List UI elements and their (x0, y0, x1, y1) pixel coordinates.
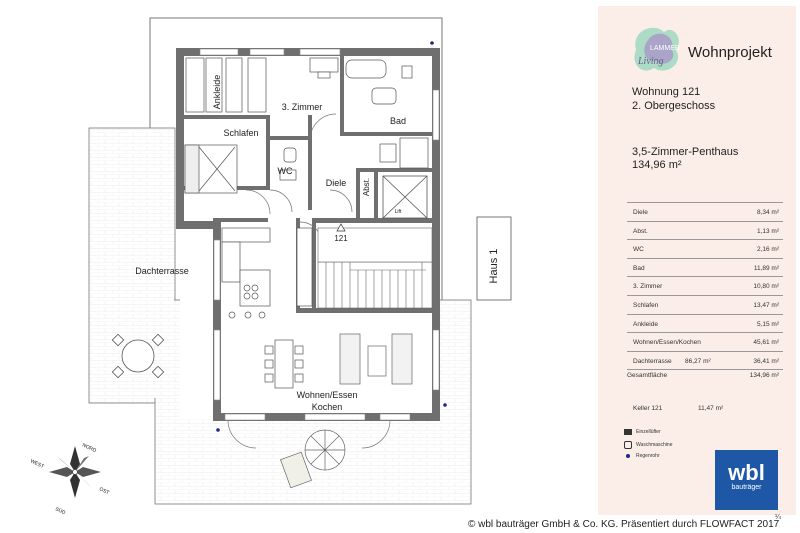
room-name: Ankleide (633, 320, 658, 328)
floor-level: 2. Obergeschoss (632, 100, 716, 112)
legend-washer-label: Waschmaschine (636, 442, 673, 448)
total-area-row: Gesamtfläche 134,96 m² (627, 372, 783, 379)
brand-title: Wohnprojekt (688, 44, 772, 61)
label-abst: Abst. (362, 178, 371, 196)
room-name: Schlafen (633, 301, 659, 309)
wbl-logo: wbl bauträger (715, 450, 778, 510)
label-kochen: Kochen (312, 402, 343, 412)
label-lift: Lift (395, 209, 402, 215)
staircase (317, 227, 433, 309)
sofas (339, 333, 413, 385)
room-row: Abst. 1,13 m² (627, 222, 783, 241)
room-row: Ankleide 5,15 m² (627, 315, 783, 334)
label-3-zimmer: 3. Zimmer (282, 102, 323, 112)
total-label: Gesamtfläche (627, 372, 668, 379)
room-row: Schlafen 13,47 m² (627, 296, 783, 315)
legend-fan: Einzellüfter (624, 429, 661, 435)
apartment-number: Wohnung 121 (632, 86, 701, 98)
room-row: Bad 11,89 m² (627, 259, 783, 278)
compass-rose (49, 446, 101, 498)
lammer-living-logo: LAMMER Living (634, 27, 680, 71)
rain-pipes (216, 41, 447, 432)
compass-east: OST (98, 486, 110, 496)
scale-mark: ¼ (775, 514, 781, 521)
room-row: 3. Zimmer 10,80 m² (627, 277, 783, 296)
room-extra: 86,27 m² (685, 357, 711, 365)
room-row: WC 2,16 m² (627, 240, 783, 259)
label-dachterrasse: Dachterrasse (135, 266, 189, 276)
room-area-table: Diele 8,34 m² Abst. 1,13 m² WC 2,16 m² Bad 11,8… (627, 202, 783, 371)
room-name: Dachterrasse (633, 357, 672, 365)
rain-pipe-icon (626, 454, 630, 458)
room-name: Bad (633, 264, 645, 272)
room-row: Dachterrasse 86,27 m² 36,41 m² (627, 352, 783, 371)
label-haus-1: Haus 1 (488, 249, 500, 284)
legend-washer: Waschmaschine (624, 441, 673, 449)
room-name: WC (633, 246, 644, 254)
legend-fan-label: Einzellüfter (636, 429, 661, 435)
wbl-logo-text: wbl (728, 460, 765, 485)
label-unit: 121 (334, 234, 348, 243)
label-wc: WC (278, 166, 293, 176)
room-value: 1,13 m² (756, 227, 779, 235)
compass-west: WEST (29, 458, 45, 470)
room-name: Wohnen/Essen/Kochen (633, 339, 701, 347)
compass-south: SÜD (54, 505, 67, 516)
room-value: 11,89 m² (753, 264, 779, 272)
dining-table (264, 339, 304, 389)
label-wohnen: Wohnen/Essen (297, 390, 358, 400)
room-value: 2,16 m² (756, 246, 779, 254)
room-row: Wohnen/Essen/Kochen 45,61 m² (627, 333, 783, 352)
logo-lammer-text: LAMMER (650, 45, 680, 52)
apartment-area: 134,96 m² (632, 159, 682, 171)
room-value: 13,47 m² (753, 301, 779, 309)
room-value: 45,61 m² (753, 339, 779, 347)
fan-icon (624, 429, 632, 435)
room-name: 3. Zimmer (633, 283, 663, 291)
label-diele: Diele (326, 178, 347, 188)
washer-icon (624, 441, 632, 449)
legend-rainpipe-label: Regenrohr (636, 453, 660, 459)
copyright-text: © wbl bauträger GmbH & Co. KG. Präsentie… (468, 519, 780, 530)
interior-walls (184, 56, 432, 313)
room-name: Diele (633, 209, 648, 216)
windows (199, 48, 440, 421)
door-swings (227, 113, 391, 449)
room-value: 10,80 m² (753, 283, 779, 291)
cellar-value: 11,47 m² (698, 405, 724, 412)
label-schlafen: Schlafen (223, 128, 258, 138)
info-panel: LAMMER Living Wohnprojekt Wohnung 121 2.… (598, 6, 796, 515)
total-value: 134,96 m² (749, 372, 779, 379)
kitchen (221, 227, 313, 319)
cellar-label: Keller 121 (633, 405, 663, 412)
ankleide-wardrobes (185, 57, 267, 113)
legend-rainpipe: Regenrohr (624, 453, 660, 459)
room-name: Abst. (633, 227, 648, 235)
room-value: 8,34 m² (756, 209, 779, 216)
label-ankleide: Ankleide (212, 75, 222, 110)
desk (309, 57, 339, 79)
label-bad: Bad (390, 116, 406, 126)
logo-living-text: Living (637, 56, 664, 67)
bed (184, 144, 238, 194)
terrace-umbrella (280, 429, 346, 489)
apartment-type: 3,5-Zimmer-Penthaus (632, 146, 739, 158)
compass-north: NORD (81, 442, 97, 454)
entrance-marker (336, 223, 346, 232)
wbl-logo-sub: bauträger (731, 484, 762, 491)
room-value: 36,41 m² (753, 357, 779, 365)
room-row: Diele 8,34 m² (627, 203, 783, 222)
bath-fixtures (279, 59, 429, 181)
haus1-box (476, 216, 512, 301)
terrace-table (111, 333, 165, 379)
lift (382, 175, 428, 219)
room-value: 5,15 m² (756, 320, 779, 328)
cellar-row: Keller 121 11,47 m² (633, 405, 753, 412)
